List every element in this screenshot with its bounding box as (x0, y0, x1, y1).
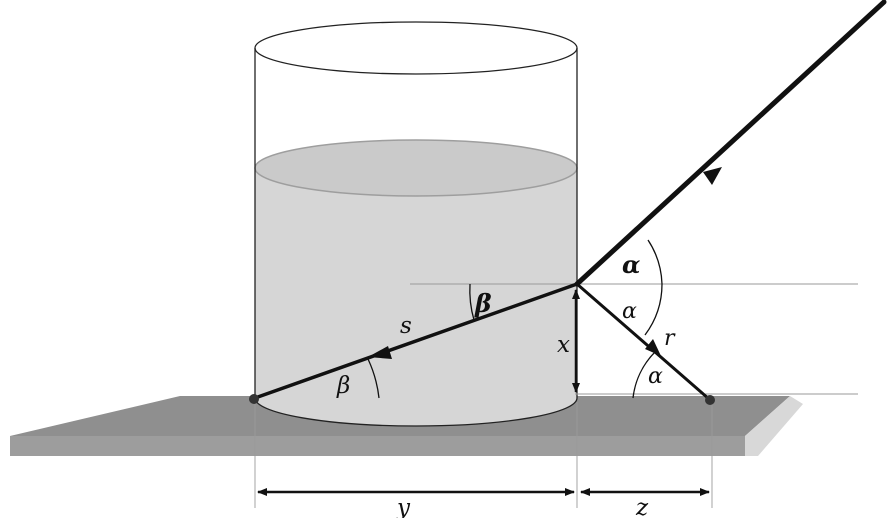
beta-bottom-label: β (336, 373, 350, 399)
incident-arrow-icon (703, 167, 722, 185)
beaker-rim (254, 21, 578, 75)
refracted-ray-s (253, 282, 579, 400)
alpha-incident-label: α (622, 250, 640, 279)
liquid-body (255, 168, 577, 426)
liquid-surface (254, 139, 578, 197)
alpha-incident-arc (647, 239, 663, 285)
ray-arrows (368, 167, 722, 359)
y-label: y (396, 495, 411, 518)
beta-surface-arc (469, 283, 475, 321)
plate-side (745, 396, 803, 456)
z-label: z (635, 495, 649, 518)
beta-bottom-arc (367, 358, 380, 399)
ground-hit-point (705, 395, 715, 405)
rays (253, 0, 887, 401)
r-label: r (664, 326, 676, 351)
x-label: x (557, 332, 570, 358)
bottom-hit-point (249, 394, 259, 404)
plate-front (10, 436, 745, 456)
guide-lines (254, 283, 858, 508)
beta-surface-label: β (474, 289, 492, 318)
alpha-reflected-arc (644, 283, 663, 336)
beaker (254, 21, 578, 427)
s-label: s (400, 313, 412, 339)
reflected-arrow-icon (645, 339, 661, 356)
reflected-ray-r (575, 282, 711, 401)
incident-ray (574, 0, 887, 287)
alpha-ground-arc (632, 351, 656, 399)
refracted-arrow-icon (368, 346, 392, 359)
alpha-reflected-label: α (622, 299, 637, 324)
beaker-bottom (254, 397, 578, 427)
angle-arcs (367, 239, 663, 399)
alpha-ground-label: α (648, 364, 663, 389)
